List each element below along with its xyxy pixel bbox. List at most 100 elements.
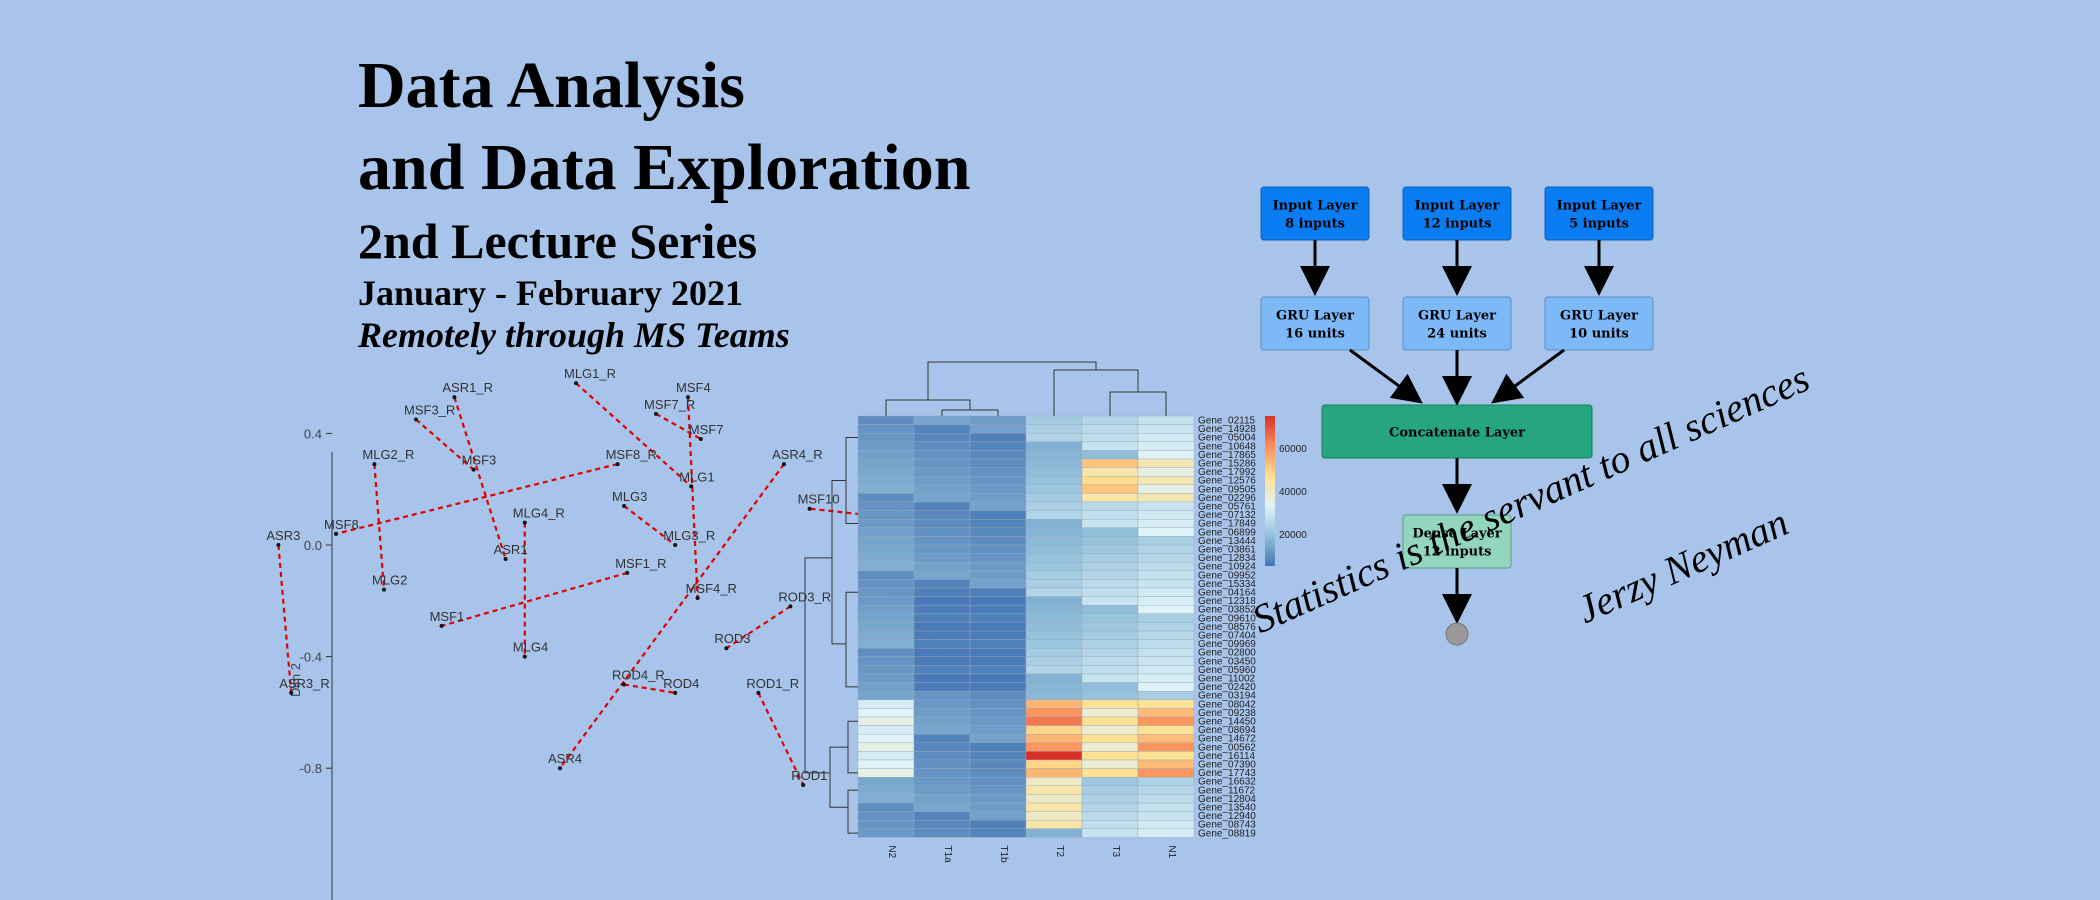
point-label: MLG1_R	[564, 366, 616, 381]
point-label: MSF10	[798, 492, 840, 507]
point-marker	[782, 462, 786, 467]
point-label: ASR1_R	[442, 380, 493, 395]
point-marker	[673, 543, 678, 547]
point-marker	[289, 690, 294, 695]
row-label: Gene_14672	[1198, 734, 1256, 745]
heatmap-cell	[1137, 828, 1195, 838]
pair-link	[373, 464, 386, 590]
input-layer-node	[1544, 186, 1654, 241]
row-label: Gene_05960	[1198, 665, 1256, 676]
row-label: Gene_03194	[1198, 691, 1256, 702]
pair-link	[277, 544, 293, 693]
input-layer-node-title: Input Layer	[1415, 199, 1500, 214]
row-label: Gene_11002	[1198, 674, 1256, 685]
subtitle: 2nd Lecture Series	[358, 213, 758, 269]
point-marker	[801, 782, 806, 787]
row-label: Gene_03450	[1198, 656, 1256, 667]
row-label: Gene_09505	[1198, 484, 1256, 495]
concatenate-layer-node-title: Concatenate Layer	[1389, 426, 1525, 441]
row-label: Gene_12940	[1198, 811, 1256, 822]
point-marker	[414, 417, 418, 422]
pair-link	[686, 397, 699, 599]
row-label: Gene_09610	[1198, 613, 1256, 624]
input-layer-node-title: Input Layer	[1273, 199, 1358, 214]
point-marker	[673, 690, 678, 695]
point-marker	[452, 395, 457, 400]
gru-layer-node-title: GRU Layer	[1418, 309, 1496, 324]
point-label: MSF1_R	[615, 556, 666, 571]
row-label: Gene_09969	[1198, 639, 1256, 650]
column-label: N1	[1166, 845, 1177, 858]
row-label: Gene_10924	[1198, 562, 1256, 573]
pair-link	[757, 692, 805, 786]
row-dendrogram	[845, 591, 858, 688]
row-dendrogram	[831, 480, 846, 645]
title-line-2: and Data Exploration	[358, 131, 971, 204]
pair-link	[809, 507, 906, 521]
input-layer-node-detail: 8 inputs	[1285, 217, 1345, 232]
y-tick-label: -0.4	[300, 650, 322, 665]
color-legend-bar	[1265, 416, 1275, 566]
gru-layer-node	[1402, 296, 1512, 351]
point-marker	[615, 462, 620, 467]
row-label: Gene_16632	[1198, 777, 1256, 788]
point-label: MLG3	[612, 489, 647, 504]
row-label: Gene_07390	[1198, 760, 1256, 771]
point-label: ROD3	[714, 631, 750, 646]
point-label: ASR3_R	[279, 676, 330, 691]
row-label: Gene_06899	[1198, 527, 1256, 538]
point-marker	[372, 462, 377, 467]
row-label: Gene_07404	[1198, 631, 1256, 642]
dense-layer-node-detail: 12 inputs	[1423, 545, 1492, 560]
row-label: Gene_05004	[1198, 433, 1256, 444]
input-layer-node	[1260, 186, 1370, 241]
row-label: Gene_13540	[1198, 803, 1256, 814]
row-label: Gene_08576	[1198, 622, 1256, 633]
row-label: Gene_17992	[1198, 467, 1256, 478]
row-label: Gene_08694	[1198, 725, 1256, 736]
point-label: MSF7_R	[644, 397, 695, 412]
row-dendrogram	[829, 746, 848, 808]
column-label: N2	[886, 845, 897, 858]
point-marker	[622, 503, 626, 508]
row-label: Gene_02115	[1198, 416, 1256, 427]
column-label: T1a	[942, 845, 953, 863]
column-dendrogram	[927, 361, 1097, 400]
row-label: Gene_09238	[1198, 708, 1256, 719]
lecture-dates: January - February 2021	[358, 273, 743, 313]
flow-arrow	[1349, 348, 1423, 404]
point-marker	[788, 604, 793, 609]
row-dendrogram	[847, 789, 858, 834]
point-marker	[756, 690, 761, 695]
row-label: Gene_12318	[1198, 596, 1256, 607]
point-label: MLG1	[679, 469, 714, 484]
point-label: MSF3	[462, 453, 497, 468]
row-label: Gene_02296	[1198, 493, 1256, 504]
point-label: ASR4	[548, 751, 582, 766]
row-label: Gene_10648	[1198, 441, 1256, 452]
pair-link	[415, 418, 475, 471]
row-label: Gene_02800	[1198, 648, 1256, 659]
point-label: MSF4_R	[686, 581, 737, 596]
output-node	[1445, 622, 1469, 646]
point-label: MSF8_R	[606, 447, 657, 462]
point-marker	[276, 543, 281, 547]
y-tick-label: -0.8	[300, 761, 322, 776]
row-label: Gene_09952	[1198, 570, 1256, 581]
row-label: Gene_11672	[1198, 785, 1256, 796]
point-marker	[622, 682, 626, 687]
row-dendrogram	[804, 557, 832, 774]
point-label: ASR4_R	[772, 447, 823, 462]
pair-link	[725, 605, 792, 650]
legend-tick-label: 40000	[1279, 487, 1307, 498]
row-label: Gene_17743	[1198, 768, 1256, 779]
title-line-1: Data Analysis	[358, 49, 745, 122]
row-label: Gene_15286	[1198, 459, 1256, 470]
point-marker	[695, 596, 700, 601]
column-label: T1b	[998, 845, 1009, 863]
y-tick-label: 0.0	[304, 538, 322, 553]
pair-link	[575, 382, 692, 488]
point-label: ROD4	[663, 676, 699, 691]
